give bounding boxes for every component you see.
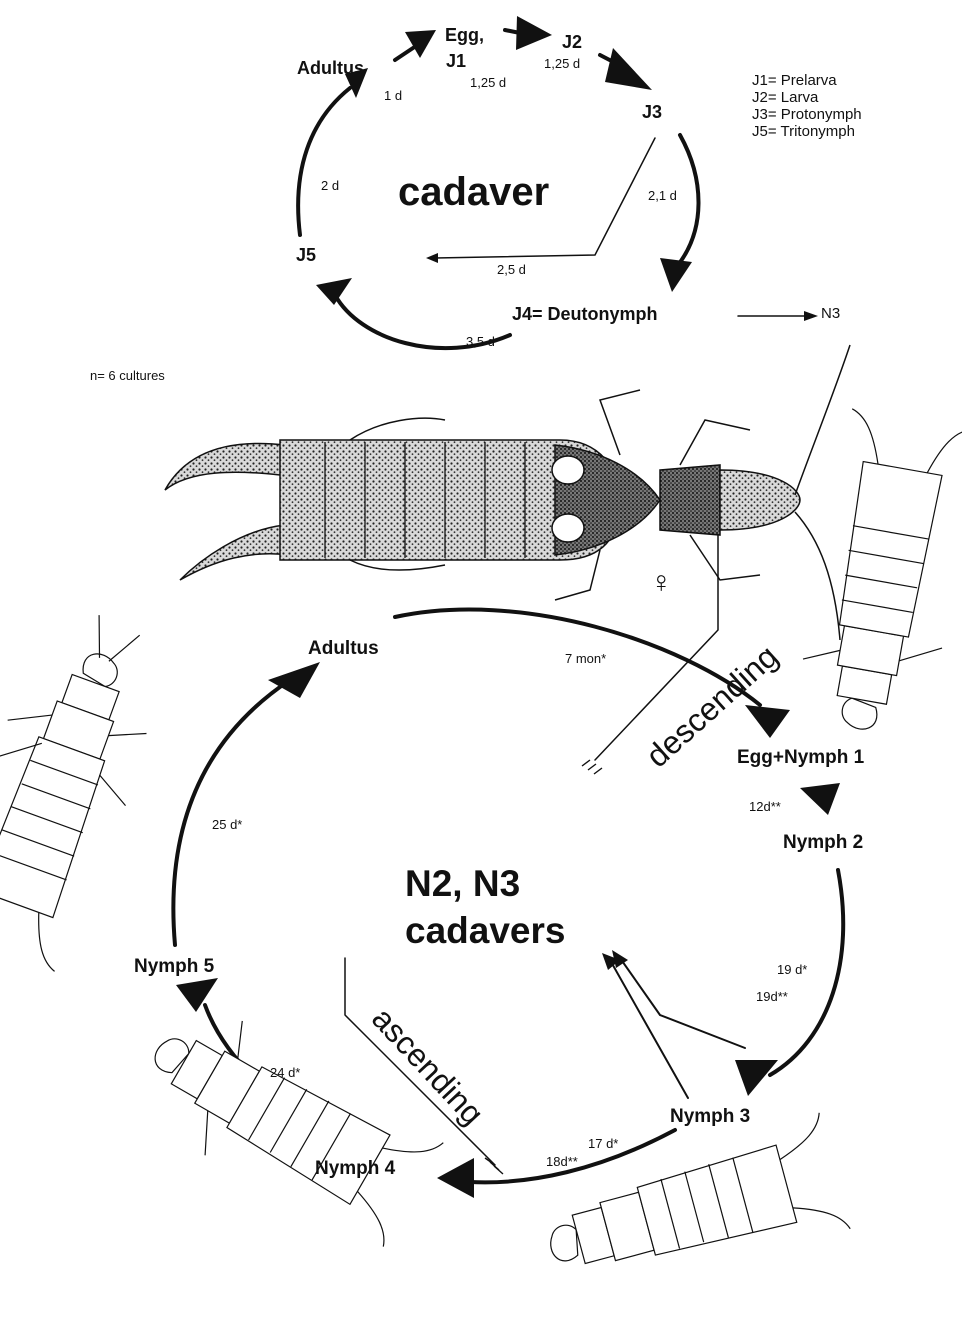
top-dur-j5-adult: 2 d: [321, 179, 339, 192]
arrowhead-n3: [804, 311, 818, 321]
top-arc-j3-j4: [678, 135, 699, 265]
bottom-dur-adult-egg: 7 mon*: [565, 652, 606, 665]
arrowhead-adultus: [268, 662, 320, 698]
bottom-dur-n3-n4-b: 18d**: [546, 1155, 578, 1168]
bottom-dur-n4-n5: 24 d*: [270, 1066, 300, 1079]
bottom-dur-n3-n4-a: 17 d*: [588, 1137, 618, 1150]
bottom-stage-egg-nymph1: Egg+Nymph 1: [737, 748, 864, 767]
bottom-dur-n2-n3-a: 19 d*: [777, 963, 807, 976]
nymph-sketch-bottom: [535, 1113, 850, 1305]
top-stage-j4: J4= Deutonymph: [512, 305, 658, 323]
arrowhead-j4: [660, 258, 692, 292]
bottom-center-label-line1: N2, N3: [405, 865, 520, 902]
bottom-stage-nymph4: Nymph 4: [315, 1159, 395, 1178]
stage-legend: J1= Prelarva J2= Larva J3= Protonymph J5…: [752, 72, 862, 140]
top-dur-j3-j4: 2,1 d: [648, 189, 677, 202]
nymph-sketch-right: [793, 408, 962, 741]
arrowhead-j3: [605, 48, 652, 90]
top-dur-j4-j5: 3,5 d: [466, 335, 495, 348]
bottom-dur-egg-n2: 12d**: [749, 800, 781, 813]
arrowhead-j2: [516, 16, 552, 50]
bottom-center-label-line2: cadavers: [405, 912, 565, 949]
arrowhead-egg: [405, 30, 436, 58]
top-dur-adult-egg: 1 d: [384, 89, 402, 102]
bottom-dur-n5-adult: 25 d*: [212, 818, 242, 831]
sample-note: n= 6 cultures: [90, 369, 165, 382]
arrowhead-nymph4: [437, 1158, 474, 1198]
top-dur-j2-j3: 1,25 d: [544, 57, 580, 70]
legend-item-j5: J5= Tritonymph: [752, 123, 862, 140]
legend-item-j2: J2= Larva: [752, 89, 862, 106]
arrowhead-egg-nymph1: [745, 705, 790, 738]
arrowhead-j5: [316, 278, 352, 305]
bottom-stage-nymph5: Nymph 5: [134, 957, 214, 976]
bottom-stage-nymph3: Nymph 3: [670, 1107, 750, 1126]
bottom-line-n3-center-a: [610, 960, 688, 1098]
female-symbol: ♀: [650, 568, 673, 598]
top-stage-j5: J5: [296, 246, 316, 264]
bottom-arc-n5-adult: [173, 680, 290, 945]
arrowhead-nymph2: [800, 783, 840, 815]
top-stage-j3: J3: [642, 103, 662, 121]
arrowhead-nymph3: [735, 1060, 778, 1096]
top-arc-j5-adult: [298, 88, 350, 235]
bottom-line-n3-center-b: [620, 958, 745, 1048]
arrowhead-nymph5: [176, 978, 218, 1012]
top-stage-egg: Egg,: [445, 26, 484, 44]
top-stage-j1: J1: [446, 52, 466, 70]
top-dur-egg-j2: 1,25 d: [470, 76, 506, 89]
arrowhead-j5-thin: [426, 253, 438, 263]
top-branch-n3: N3: [821, 306, 840, 321]
top-stage-adultus: Adultus: [297, 59, 364, 77]
earwig-female-drawing: [165, 345, 850, 640]
nymph-sketch-upper-left: [0, 598, 184, 975]
top-center-label: cadaver: [398, 172, 549, 212]
top-stage-j2: J2: [562, 33, 582, 51]
top-dur-j3-j5: 2,5 d: [497, 263, 526, 276]
bottom-dur-n2-n3-b: 19d**: [756, 990, 788, 1003]
legend-item-j3: J3= Protonymph: [752, 106, 862, 123]
legend-item-j1: J1= Prelarva: [752, 72, 862, 89]
bottom-stage-adultus: Adultus: [308, 639, 379, 658]
bottom-stage-nymph2: Nymph 2: [783, 833, 863, 852]
